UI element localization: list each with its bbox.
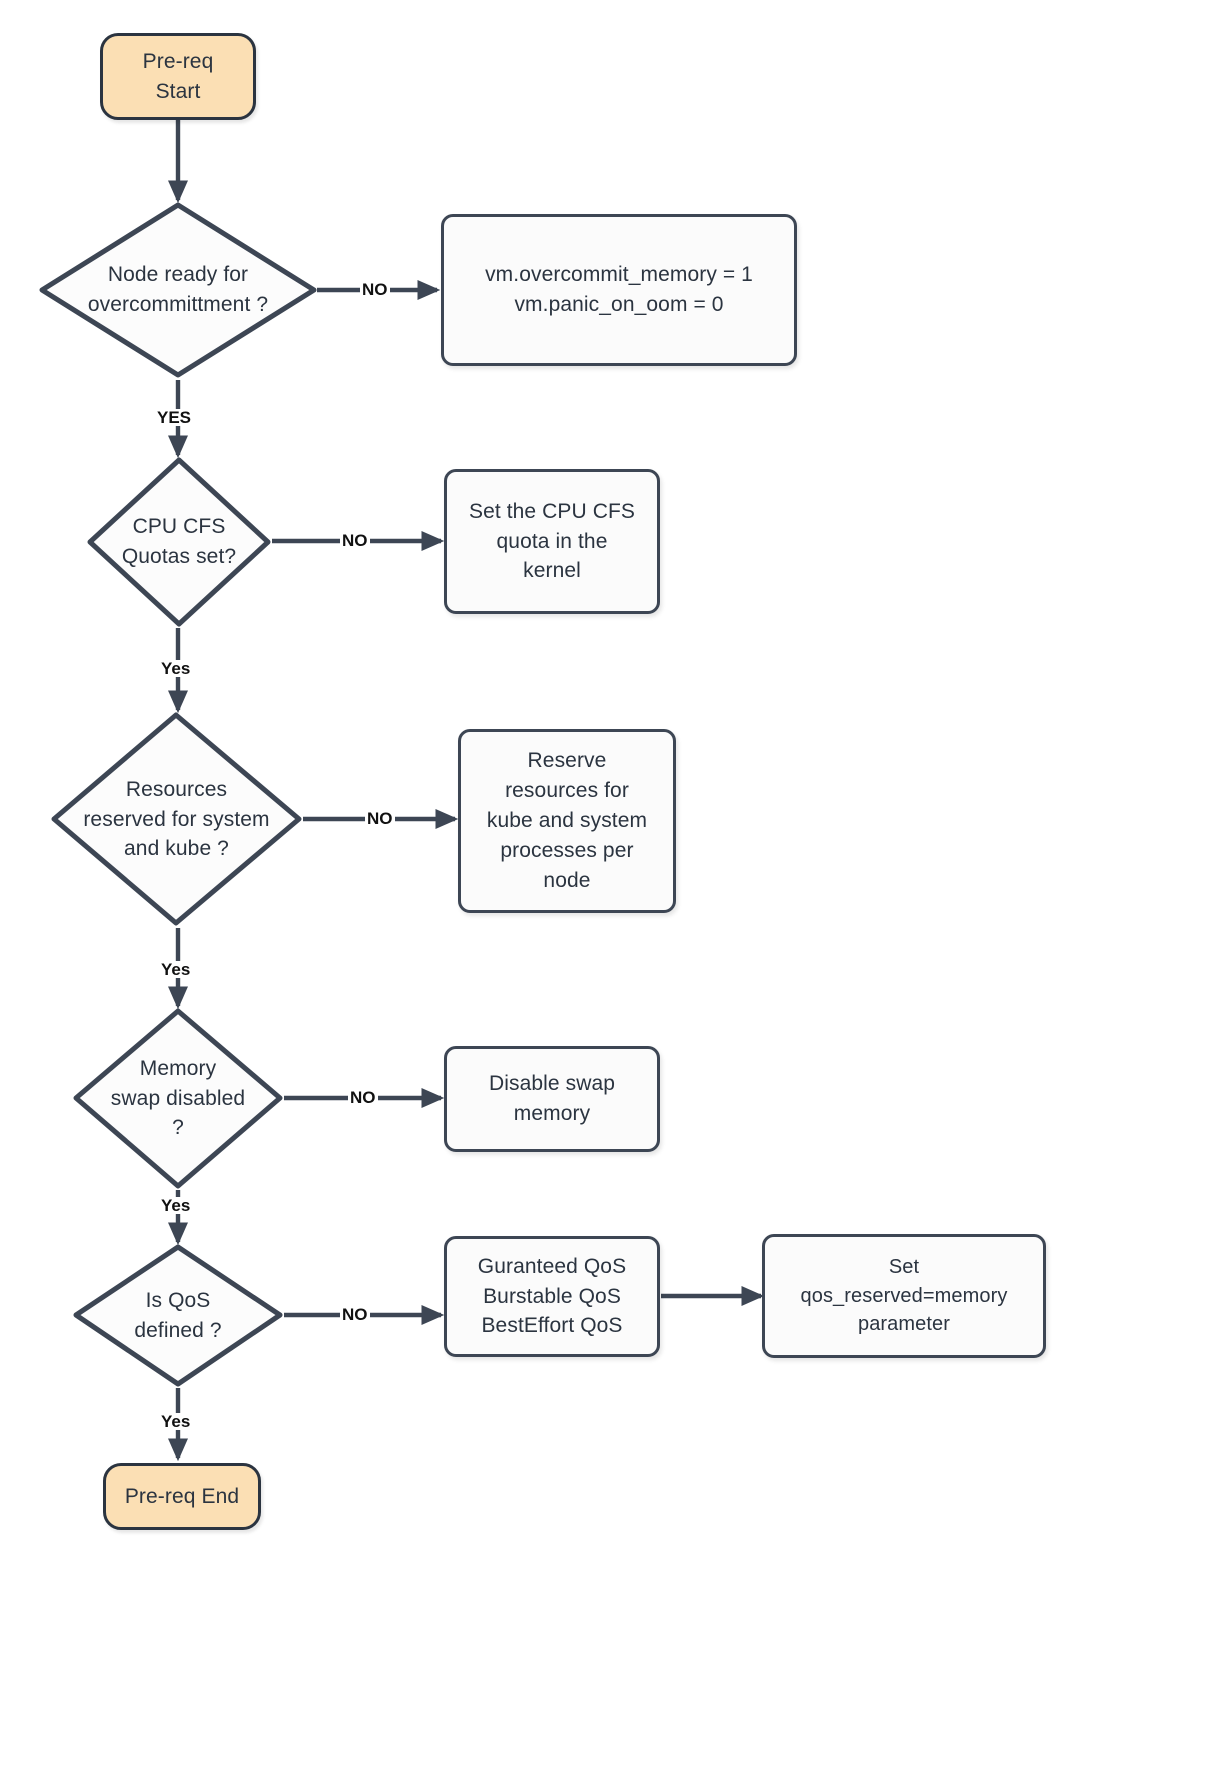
node-decision-qos-defined[interactable]: Is QoS defined ? [72, 1243, 284, 1388]
edge-label-d4-no: NO [348, 1088, 378, 1107]
diamond-shape [73, 1008, 283, 1189]
edge-label-d4-yes: Yes [159, 1196, 193, 1215]
node-prereq-start-label: Pre-req Start [142, 49, 214, 103]
node-prereq-end-label: Pre-req End [124, 1484, 240, 1508]
diamond-shape [87, 457, 271, 627]
node-decision-memory-swap[interactable]: Memory swap disabled ? [72, 1007, 284, 1190]
node-process-reserve-resources-label: Reserve resources for kube and system pr… [486, 749, 648, 892]
node-prereq-end[interactable]: Pre-req End [103, 1463, 261, 1530]
edge-label-d3-no: NO [365, 809, 395, 828]
edge-label-d2-no: NO [340, 531, 370, 550]
node-process-vm-settings[interactable]: vm.overcommit_memory = 1 vm.panic_on_oom… [441, 214, 797, 366]
node-process-set-qos-reserved-label: Set qos_reserved=memory parameter [800, 1256, 1008, 1336]
diamond-shape [39, 202, 317, 378]
edge-label-d1-no: NO [360, 280, 390, 299]
node-process-reserve-resources[interactable]: Reserve resources for kube and system pr… [458, 729, 676, 913]
node-decision-cpu-cfs-quotas[interactable]: CPU CFS Quotas set? [86, 456, 272, 628]
node-decision-resources-reserved-label: Resources reserved for system and kube ? [83, 777, 270, 861]
node-process-set-cpu-cfs-quota[interactable]: Set the CPU CFS quota in the kernel [444, 469, 660, 614]
node-process-disable-swap[interactable]: Disable swap memory [444, 1046, 660, 1152]
edge-label-d1-yes: YES [155, 408, 194, 427]
node-process-set-cpu-cfs-quota-label: Set the CPU CFS quota in the kernel [468, 499, 636, 583]
edge-label-d3-yes: Yes [159, 960, 193, 979]
node-decision-node-ready[interactable]: Node ready for overcommittment ? [38, 201, 318, 379]
node-decision-cpu-cfs-quotas-label: CPU CFS Quotas set? [121, 515, 237, 568]
node-decision-node-ready-label: Node ready for overcommittment ? [87, 263, 269, 316]
node-process-vm-settings-label: vm.overcommit_memory = 1 vm.panic_on_oom… [485, 263, 753, 316]
diamond-shape [51, 712, 302, 926]
node-process-qos-classes[interactable]: Guranteed QoS Burstable QoS BestEffort Q… [444, 1236, 660, 1357]
edge-label-d5-no: NO [340, 1305, 370, 1324]
diamond-shape [73, 1244, 283, 1387]
node-decision-qos-defined-label: Is QoS defined ? [134, 1288, 222, 1342]
node-process-qos-classes-label: Guranteed QoS Burstable QoS BestEffort Q… [477, 1254, 627, 1338]
node-decision-memory-swap-label: Memory swap disabled ? [110, 1056, 246, 1140]
node-decision-resources-reserved[interactable]: Resources reserved for system and kube ? [50, 711, 303, 928]
node-prereq-start[interactable]: Pre-req Start [100, 33, 256, 120]
edge-label-d5-yes: Yes [159, 1412, 193, 1431]
node-process-set-qos-reserved[interactable]: Set qos_reserved=memory parameter [762, 1234, 1046, 1358]
node-process-disable-swap-label: Disable swap memory [488, 1072, 616, 1125]
edge-label-d2-yes: Yes [159, 659, 193, 678]
